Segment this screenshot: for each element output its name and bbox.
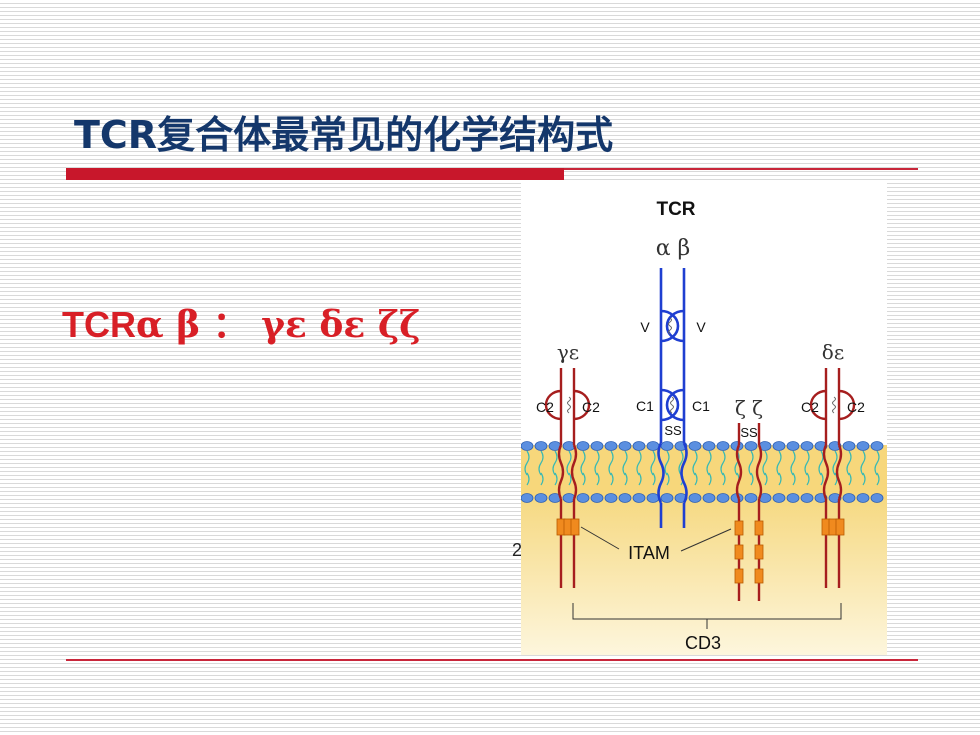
alpha-beta-label: α β bbox=[656, 236, 691, 261]
itam-label: ITAM bbox=[628, 543, 670, 563]
gamma-epsilon-label: γε bbox=[557, 340, 579, 364]
footer-divider bbox=[66, 659, 918, 661]
tcr-chain-composition: TCRα β ： γε δε ζζ bbox=[62, 296, 420, 348]
c2-domain-gamma-label: C2 bbox=[536, 399, 554, 415]
v-domain-beta-label: V bbox=[696, 319, 706, 335]
title-divider-thick bbox=[66, 168, 564, 180]
cd3-label: CD3 bbox=[685, 633, 721, 653]
delta-epsilon-label: δε bbox=[822, 340, 844, 364]
stray-digit: 2 bbox=[512, 540, 523, 560]
c2-domain-delta-label: C2 bbox=[801, 399, 819, 415]
ss-bond-tcr-label: SS bbox=[664, 423, 682, 438]
c2-domain-epsilon-right-label: C2 bbox=[847, 399, 865, 415]
greek-chain-list: α β ： γε δε ζζ bbox=[136, 304, 421, 346]
lipid-tails bbox=[524, 450, 880, 486]
itam-pointers bbox=[580, 526, 732, 552]
diagram-title: TCR bbox=[656, 199, 695, 220]
tcr-alpha-beta-chains bbox=[657, 268, 688, 528]
disulfide-bonds bbox=[567, 317, 836, 414]
lipid-heads-inner bbox=[521, 493, 884, 503]
tcr-complex-diagram: TCR α β γε δε ζ ζ V V C1 C1 C2 C2 C2 C2 … bbox=[521, 183, 887, 655]
c2-domain-epsilon-left-label: C2 bbox=[582, 399, 600, 415]
cd3-gamma-epsilon-chains bbox=[544, 368, 591, 588]
page-title: TCR复合体最常见的化学结构式 bbox=[74, 113, 614, 157]
cd3-bracket bbox=[572, 603, 842, 629]
c1-domain-alpha-label: C1 bbox=[636, 398, 654, 414]
cd3-delta-epsilon-chains bbox=[809, 368, 856, 588]
zeta-zeta-label: ζ ζ bbox=[735, 396, 763, 420]
v-domain-alpha-label: V bbox=[640, 319, 650, 335]
ss-bond-zeta-label: SS bbox=[740, 425, 758, 440]
tcr-prefix: TCR bbox=[62, 304, 136, 345]
lipid-heads-outer bbox=[521, 441, 884, 451]
c1-domain-beta-label: C1 bbox=[692, 398, 710, 414]
itam-motifs bbox=[556, 518, 845, 584]
